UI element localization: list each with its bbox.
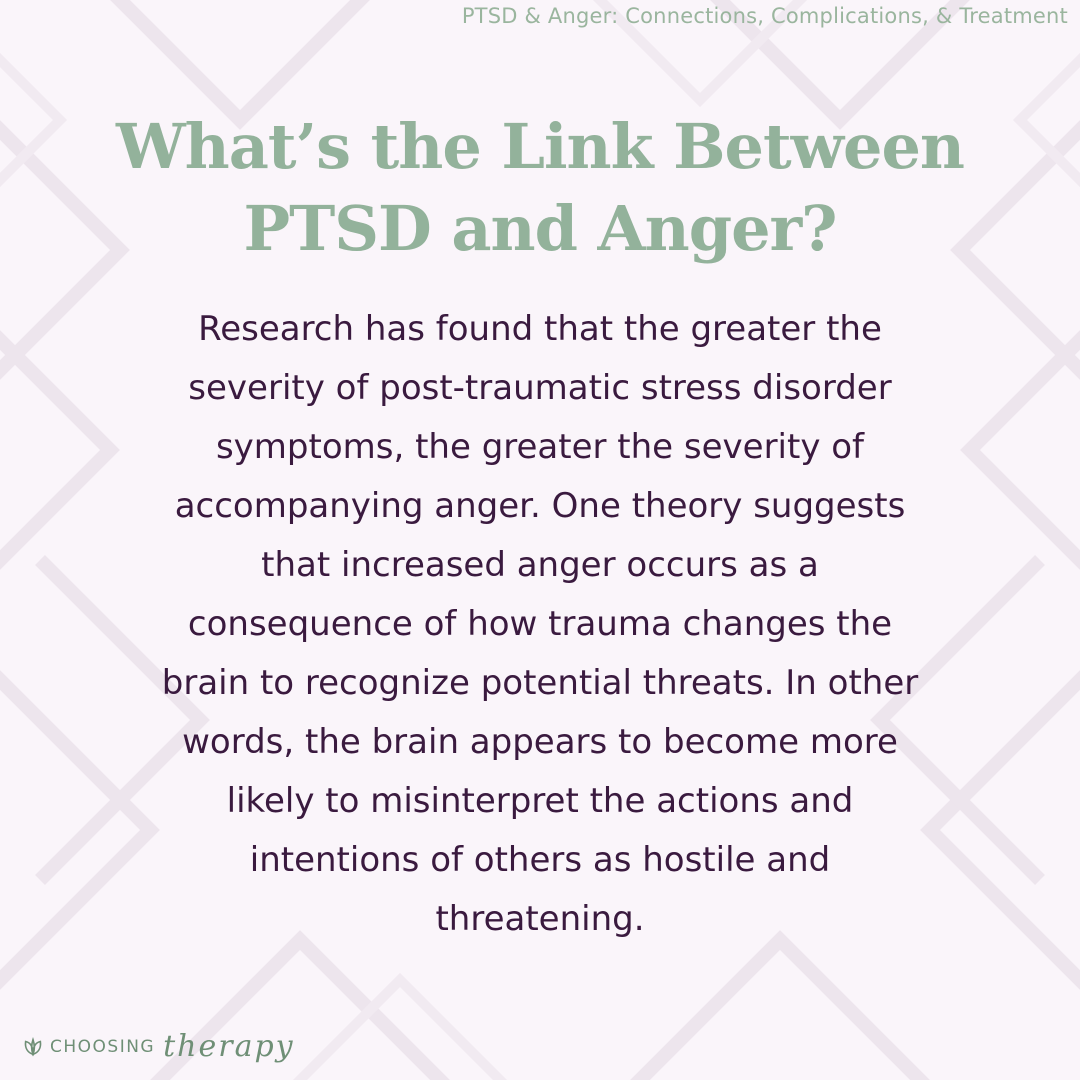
article-tag: PTSD & Anger: Connections, Complications… [461,4,1068,28]
page-title: What’s the Link Between PTSD and Anger? [0,106,1080,270]
leaf-icon [24,1037,42,1057]
title-line-1: What’s the Link Between [116,110,965,183]
brand-logo: CHOOSING therapy [22,1032,295,1062]
title-line-2: PTSD and Anger? [243,192,837,265]
brand-name-choosing: CHOOSING [50,1037,156,1057]
brand-name-therapy: therapy [163,1029,295,1064]
body-text: Research has found that the greater the … [161,309,919,939]
